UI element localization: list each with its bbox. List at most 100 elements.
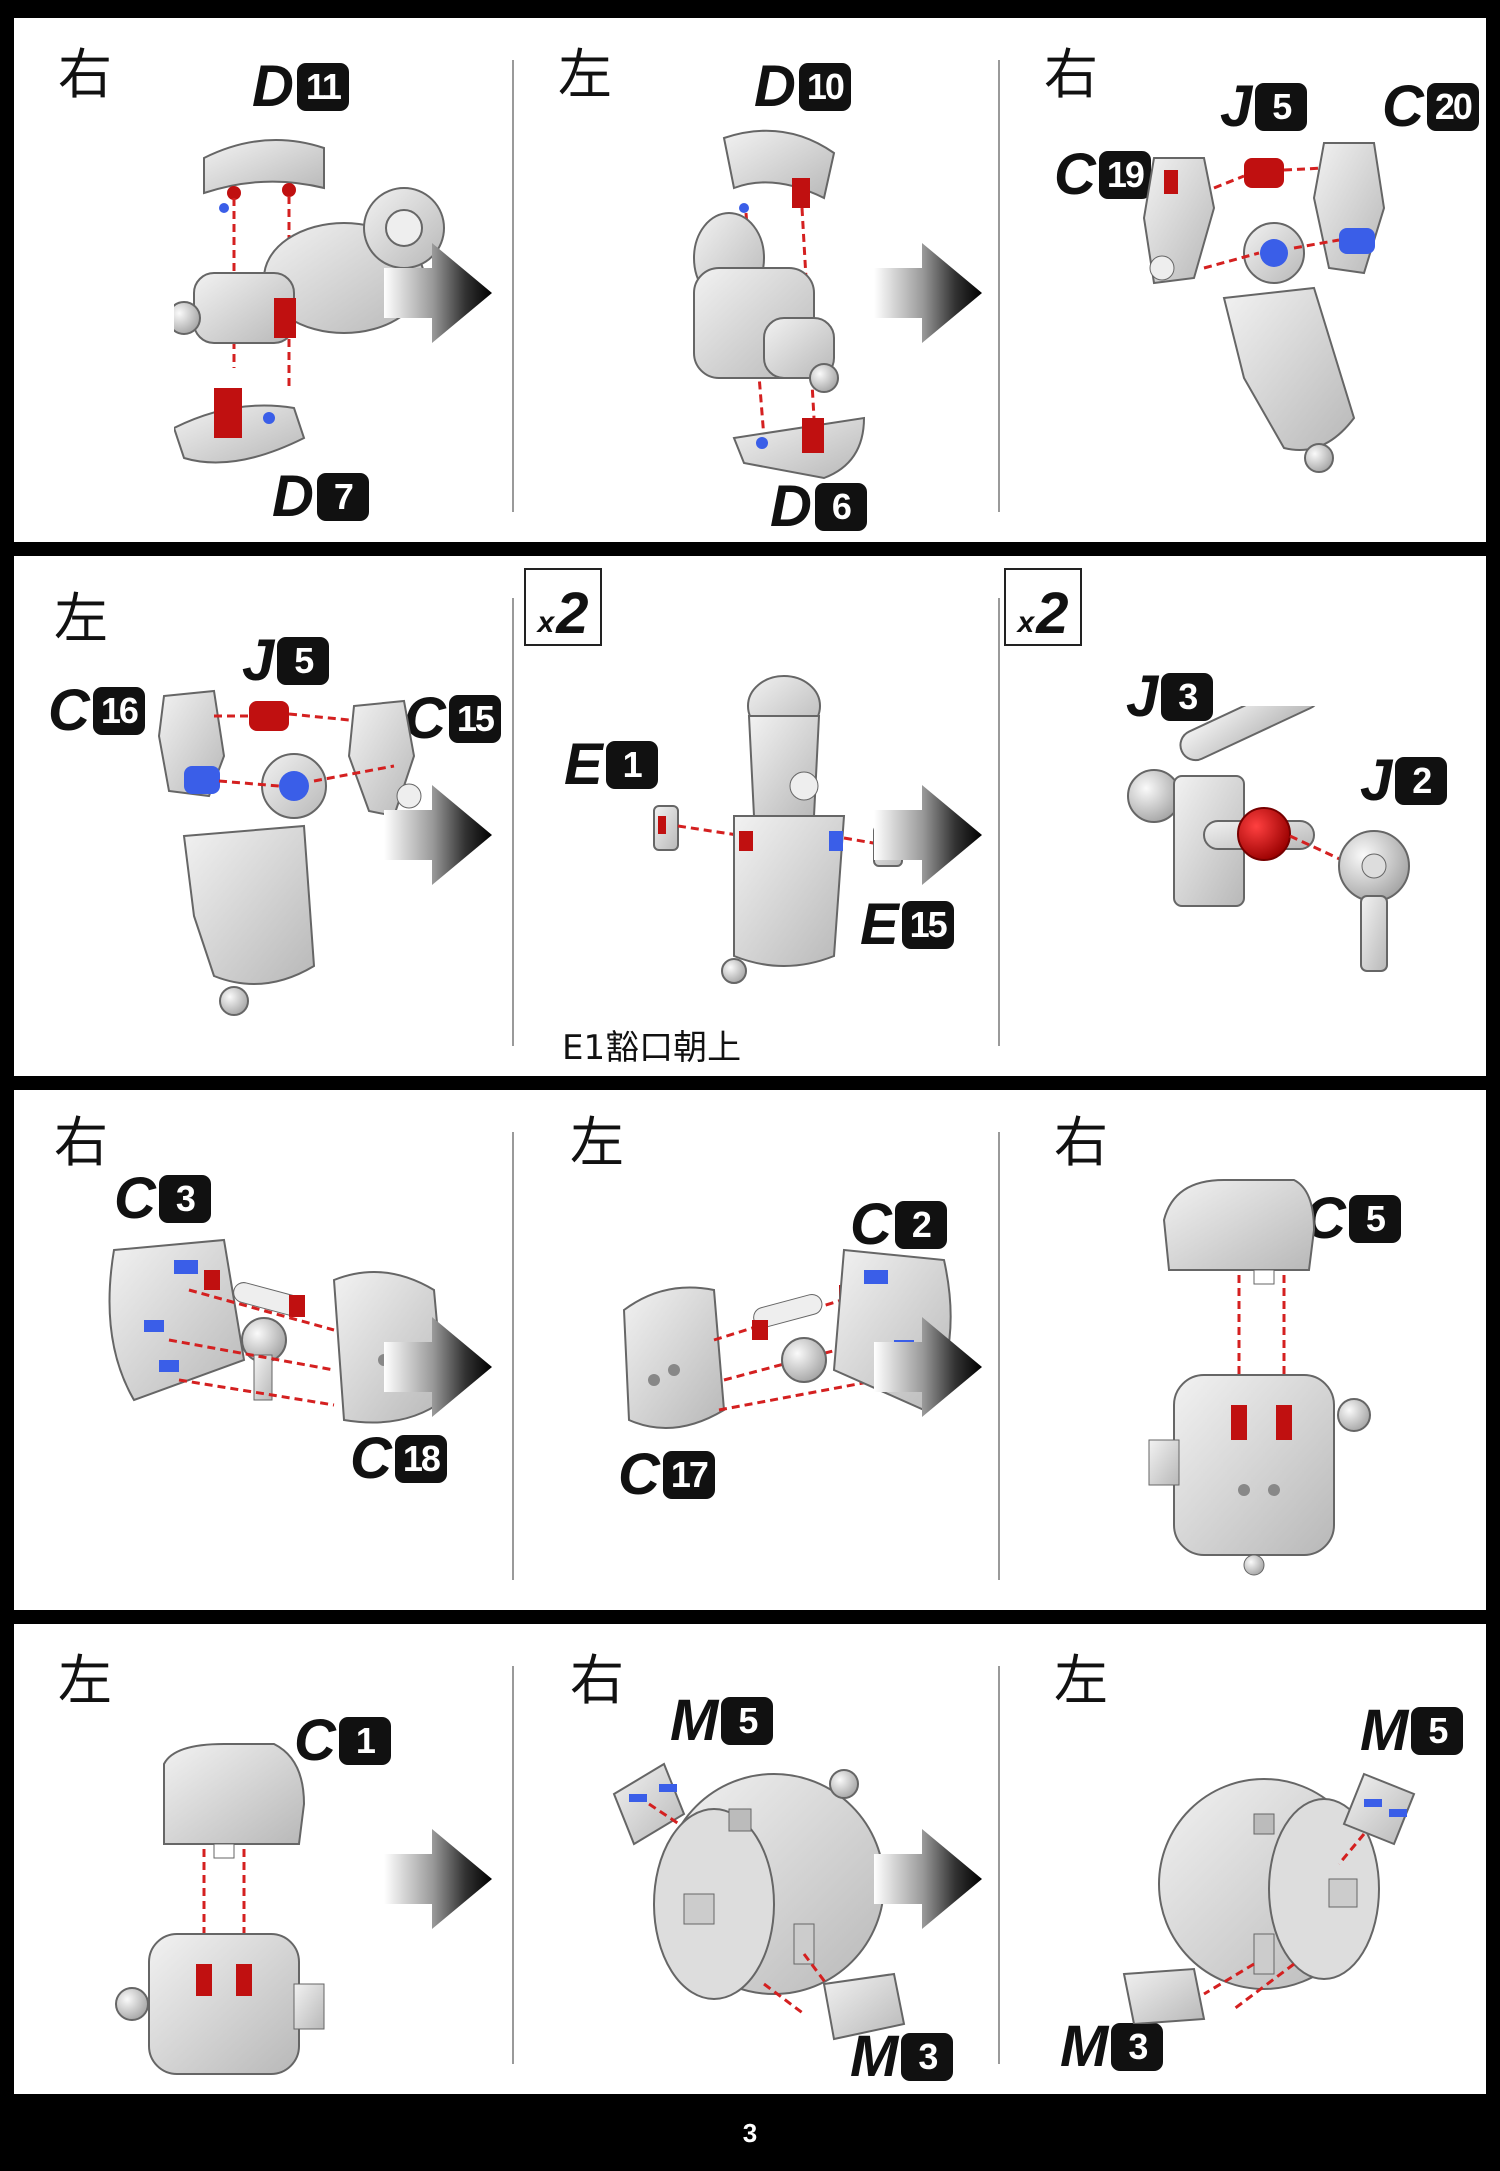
quantity-multiplier: x [537, 606, 555, 639]
arm-assembly-diagram [1142, 142, 1386, 473]
part-label: C 20 [1382, 78, 1479, 136]
column-divider [512, 598, 514, 1046]
page-number: 3 [742, 2118, 758, 2148]
side-label: 左 [558, 43, 612, 106]
part-letter: J [242, 628, 275, 693]
part-number-badge: 5 [1348, 1195, 1401, 1243]
part-letter: C [1382, 74, 1424, 139]
quantity-count: 2 [556, 580, 589, 646]
part-letter: M [1360, 1698, 1409, 1763]
part-label: C 3 [114, 1170, 211, 1228]
part-label: C 18 [350, 1430, 447, 1488]
part-number-badge: 5 [1255, 83, 1308, 131]
arm-assembly-diagram [693, 129, 866, 480]
column-divider [998, 60, 1000, 512]
part-number-badge: 2 [894, 1201, 947, 1249]
part-number-badge: 3 [1161, 673, 1214, 721]
page-number-badge [720, 2114, 780, 2160]
column-divider [998, 1666, 1000, 2064]
part-letter: D [754, 54, 796, 119]
column-divider [998, 598, 1000, 1046]
part-number-badge: 15 [901, 901, 954, 949]
part-letter: E [564, 732, 603, 797]
part-letter: D [252, 54, 294, 119]
part-letter: C [1054, 142, 1096, 207]
part-label: C 2 [850, 1196, 947, 1254]
next-step-arrow [384, 1824, 494, 1934]
part-letter: C [294, 1708, 336, 1773]
part-label: J 2 [1360, 748, 1448, 813]
part-letter: J [1126, 664, 1159, 729]
quantity-count: 2 [1036, 580, 1069, 646]
part-number-badge: 5 [277, 637, 330, 685]
quantity-badge: x 2 [524, 568, 602, 646]
part-letter: M [850, 2024, 899, 2089]
part-number-badge: 11 [296, 63, 349, 111]
next-step-arrow [384, 780, 494, 890]
step-row-1: 右 D 11 D 7 左 D 10 D 6 [14, 18, 1486, 542]
part-number-badge: 18 [394, 1435, 447, 1483]
part-number-badge: 5 [1411, 1707, 1464, 1755]
side-label: 右 [58, 43, 112, 106]
part-label: E 15 [860, 896, 954, 954]
part-label: C 5 [1304, 1190, 1401, 1248]
torso-assembly-diagram [115, 1743, 325, 2075]
part-label: C 19 [1054, 146, 1151, 204]
part-letter: D [272, 464, 314, 529]
side-label: 左 [1054, 1649, 1108, 1712]
part-number-badge: 3 [901, 2033, 954, 2081]
part-letter: J [1220, 74, 1253, 139]
part-label: M 5 [670, 1692, 774, 1750]
part-label: C 16 [48, 682, 145, 740]
part-number-badge: 17 [662, 1451, 715, 1499]
torso-assembly-diagram [1148, 1179, 1371, 1576]
next-step-arrow [874, 1824, 984, 1934]
part-label: D 10 [754, 58, 851, 116]
part-letter: C [850, 1192, 892, 1257]
part-label: C 1 [294, 1712, 391, 1770]
side-label: 左 [58, 1649, 112, 1712]
side-label: 右 [54, 1111, 108, 1174]
column-divider [512, 60, 514, 512]
part-letter: J [1360, 748, 1393, 813]
part-letter: D [770, 474, 812, 539]
column-divider [512, 1132, 514, 1580]
part-letter: M [1060, 2014, 1109, 2079]
part-number-badge: 19 [1098, 151, 1151, 199]
part-number-badge: 3 [1111, 2023, 1164, 2071]
torso-assembly-diagram [1122, 1772, 1416, 2024]
part-label: D 7 [272, 468, 369, 526]
side-label: 右 [1054, 1111, 1108, 1174]
part-letter: C [48, 678, 90, 743]
part-label: D 6 [770, 478, 867, 536]
part-label: C 17 [618, 1446, 715, 1504]
part-label: J 5 [1220, 74, 1308, 139]
next-step-arrow [384, 1312, 494, 1422]
part-letter: C [350, 1426, 392, 1491]
side-label: 右 [1044, 43, 1098, 106]
part-number-badge: 16 [92, 687, 145, 735]
column-divider [512, 1666, 514, 2064]
part-label: J 3 [1126, 664, 1214, 729]
part-number-badge: 10 [798, 63, 851, 111]
part-letter: E [860, 892, 899, 957]
part-number-badge: 6 [814, 483, 867, 531]
step-row-4: 左 C 1 右 M 5 M 3 左 M [14, 1624, 1486, 2094]
part-label: J 5 [242, 628, 330, 693]
next-step-arrow [874, 780, 984, 890]
quantity-multiplier: x [1017, 606, 1035, 639]
arm-assembly-diagram [157, 689, 422, 1016]
step-row-2: 左 J 5 C 16 C 15 x 2 E 1 E 15 [14, 556, 1486, 1076]
part-number-badge: 7 [316, 473, 369, 521]
next-step-arrow [384, 238, 494, 348]
joint-assembly-diagram [1127, 706, 1410, 972]
side-label: 右 [570, 1649, 624, 1712]
side-label: 左 [54, 587, 108, 650]
next-step-arrow [874, 1312, 984, 1422]
part-number-badge: 15 [448, 695, 501, 743]
part-number-badge: 1 [605, 741, 658, 789]
column-divider [998, 1132, 1000, 1580]
torso-assembly-diagram [612, 1762, 906, 2041]
part-label: M 3 [850, 2024, 954, 2089]
part-number-badge: 20 [1426, 83, 1479, 131]
